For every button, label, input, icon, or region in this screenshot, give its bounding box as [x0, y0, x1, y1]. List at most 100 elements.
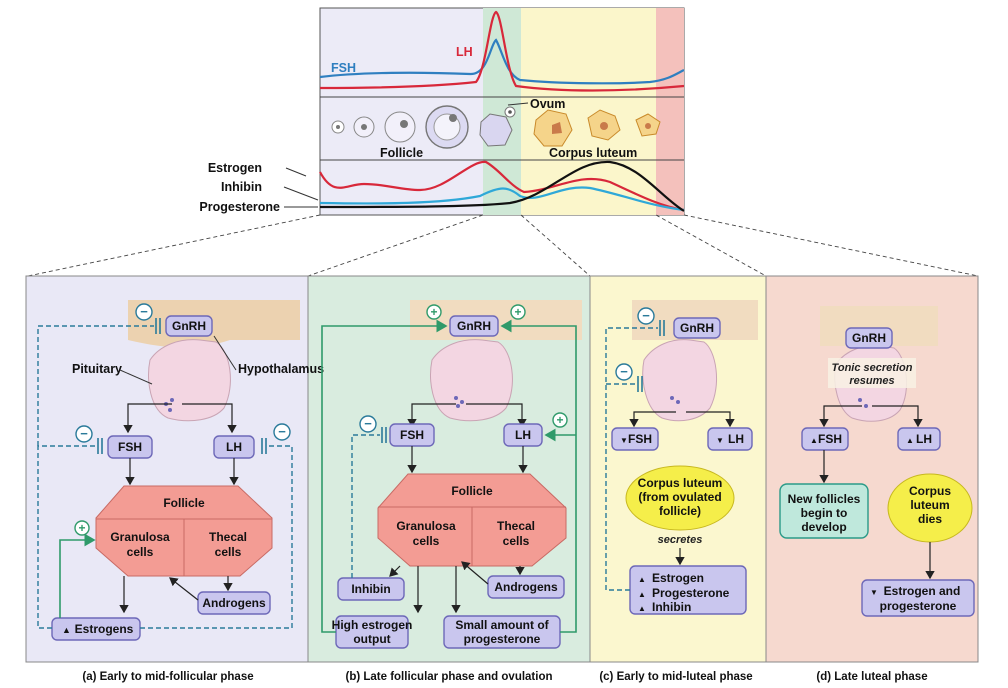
fsh-curve-label: FSH: [331, 61, 356, 75]
progesterone-label: Progesterone: [199, 200, 280, 214]
estprog-down-arrow-d: ▼: [870, 588, 878, 597]
secretes-label-c: secretes: [658, 534, 703, 546]
inhibin-label: Inhibin: [221, 180, 262, 194]
minus-symbol-b: −: [364, 416, 372, 431]
gnrh-label-a: GnRH: [172, 319, 206, 333]
estrogen-progesterone-box-d: [861, 579, 975, 617]
new-follicles-label-d1: New follicles: [788, 492, 861, 506]
tonic-label-d1: Tonic secretion: [832, 362, 913, 374]
thecal-label-a: Thecal: [209, 530, 247, 544]
new-follicles-label-d3: develop: [801, 520, 846, 534]
plus-symbol-b2: +: [514, 305, 521, 319]
inhibin-box-b: [337, 577, 405, 601]
fsh-up-arrow-d: ▲: [810, 436, 818, 445]
inhibin-label-b: Inhibin: [351, 582, 390, 596]
minus-symbol-c2: −: [620, 364, 628, 379]
gnrh-label-c: GnRH: [680, 321, 714, 335]
granulosa-label-a: Granulosa: [110, 530, 170, 544]
inhibin-label-c: Inhibin: [652, 600, 691, 614]
panel-d: GnRH Tonic secretion resumes ▲ FSH ▲ LH …: [779, 327, 975, 683]
caption-d: (d) Late luteal phase: [816, 671, 927, 683]
minus-symbol-c1: −: [642, 308, 650, 323]
panel-a: GnRH Pituitary Hypothalamus FSH LH Folli…: [37, 303, 324, 683]
thecal-cells-label-a: cells: [215, 545, 242, 559]
new-follicles-label-d2: begin to: [801, 506, 848, 520]
lh-up-arrow-d: ▲: [906, 436, 914, 445]
fsh-box-c: [611, 427, 659, 451]
small-progesterone-label2-b: progesterone: [464, 632, 541, 646]
corpus-label-c3: follicle): [659, 504, 701, 518]
fsh-label-d: FSH: [818, 432, 842, 446]
estrogen-up-arrow-c: ▲: [638, 575, 646, 584]
gnrh-label-b: GnRH: [457, 319, 491, 333]
estrogen-label-c: Estrogen: [652, 571, 704, 585]
gnrh-label-d: GnRH: [852, 331, 886, 345]
ovum-label: Ovum: [530, 97, 565, 111]
panel-b: GnRH FSH LH Follicle Granulosa cells The…: [321, 304, 577, 683]
gnrh-box-c: [673, 317, 721, 339]
corpus-label-c1: Corpus luteum: [638, 476, 723, 490]
corpus-label-d3: dies: [918, 512, 942, 526]
plus-symbol-a: +: [78, 521, 85, 535]
lh-label-d: LH: [916, 432, 932, 446]
tonic-label-d2: resumes: [849, 375, 894, 387]
corpus-luteum-oval-c: [625, 465, 735, 531]
luteal-band: [521, 8, 656, 215]
panel-c: GnRH ▼ FSH ▼ LH Corpus luteum (from ovul…: [599, 307, 753, 683]
caption-b: (b) Late follicular phase and ovulation: [345, 671, 552, 683]
estrogen-label: Estrogen: [208, 161, 262, 175]
gnrh-box-b: [449, 315, 499, 337]
granulosa-cells-label-a: cells: [127, 545, 154, 559]
lh-box-d: [897, 427, 941, 451]
androgens-label-b: Androgens: [494, 580, 558, 594]
thecal-label-b: Thecal: [497, 519, 535, 533]
small-progesterone-label-b: Small amount of: [455, 618, 549, 632]
new-follicles-box-d: [779, 483, 869, 539]
lh-label-a: LH: [226, 440, 242, 454]
fsh-down-arrow-c: ▼: [620, 436, 628, 445]
minus-symbol-a2: −: [80, 426, 88, 441]
progesterone-curve: [319, 160, 685, 212]
caption-c: (c) Early to mid-luteal phase: [599, 671, 752, 683]
cycle-chart: FSH LH Ovum Follicle Corpus luteum Estro…: [199, 7, 685, 216]
lh-curve: [319, 10, 685, 92]
follicle-label-a: Follicle: [163, 496, 205, 510]
thecal-cells-label-b: cells: [503, 534, 530, 548]
fsh-label-b: FSH: [400, 428, 424, 442]
estprog-label-d2: progesterone: [880, 599, 957, 613]
late-luteal-band: [656, 8, 684, 215]
granulosa-cells-label-b: cells: [413, 534, 440, 548]
gnrh-box-d: [845, 327, 893, 349]
plus-symbol-b1: +: [430, 305, 437, 319]
progesterone-label-c: Progesterone: [652, 586, 730, 600]
estrogen-curve: [319, 160, 685, 212]
inhibin-curve: [319, 186, 685, 212]
corpus-label-c2: (from ovulated: [638, 490, 721, 504]
hypothalamus-label: Hypothalamus: [238, 362, 324, 376]
lh-down-arrow-c: ▼: [716, 436, 724, 445]
androgens-label-a: Androgens: [202, 596, 266, 610]
phase-guide-lines: [27, 214, 979, 277]
granulosa-label-b: Granulosa: [396, 519, 456, 533]
estrogens-box-a: [51, 617, 141, 641]
lh-label-b: LH: [515, 428, 531, 442]
inhibin-up-arrow-c: ▲: [638, 604, 646, 613]
follicle-sequence: [331, 105, 661, 149]
estrogens-up-arrow-a: ▲: [62, 625, 71, 635]
lh-label-c: LH: [728, 432, 744, 446]
corpus-label-d1: Corpus: [909, 484, 951, 498]
fsh-box-d: [801, 427, 849, 451]
high-estrogen-output-label-b: output: [353, 632, 390, 646]
minus-symbol-a1: −: [278, 424, 286, 439]
pituitary-label: Pituitary: [72, 362, 122, 376]
androgens-box-b: [487, 575, 565, 599]
corpus-label-d2: luteum: [910, 498, 949, 512]
lh-box-c: [707, 427, 753, 451]
gnrh-box-a: [165, 315, 213, 337]
fsh-label-c: FSH: [628, 432, 652, 446]
androgens-box-a: [197, 591, 271, 615]
fsh-label-a: FSH: [118, 440, 142, 454]
follicle-label: Follicle: [380, 146, 423, 160]
minus-symbol-a3: −: [140, 304, 148, 319]
high-estrogen-label-b: High estrogen: [332, 618, 413, 632]
